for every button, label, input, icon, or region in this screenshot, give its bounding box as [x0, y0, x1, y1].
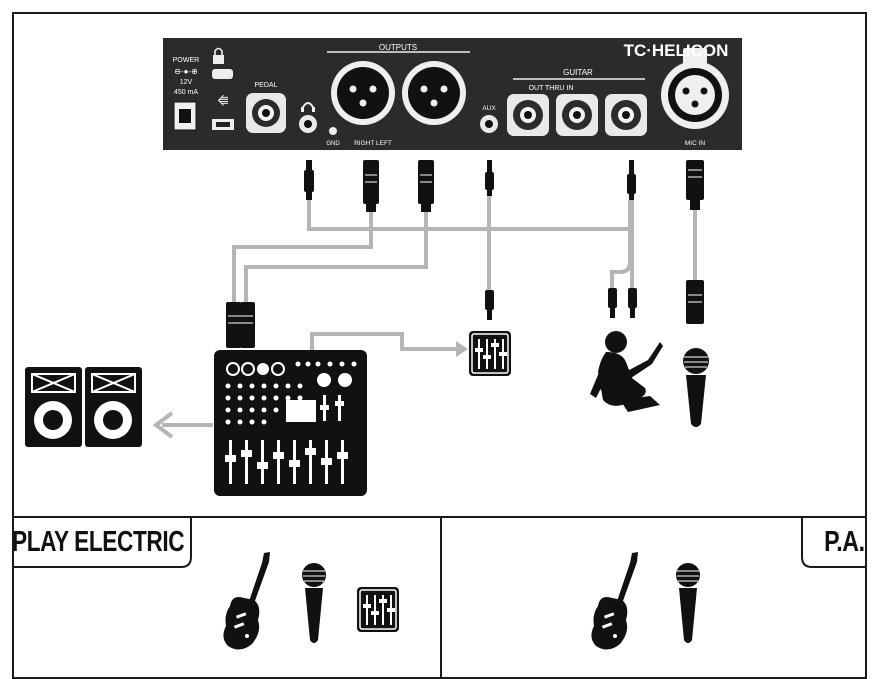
- xlr-output-right: [331, 61, 395, 125]
- speaker-right-icon: [85, 367, 142, 447]
- pedal-jack: [246, 93, 286, 133]
- guitarist-icon: [590, 331, 663, 412]
- guitar-out-jack: [507, 94, 549, 136]
- mic-in-label: MIC IN: [685, 140, 706, 147]
- electric-guitar-icon-right: [591, 552, 638, 650]
- device-rear-panel: POWER ⊖-●-⊕ 12V 450 mA ⭅ PEDAL OUTPUTS G…: [163, 38, 742, 150]
- usb-icon: ⭅: [218, 94, 229, 108]
- plug-mixer-inputs: [226, 302, 255, 348]
- guitar-label: GUITAR: [563, 68, 593, 77]
- plug-aux: [485, 160, 494, 196]
- xlr-output-left: [402, 61, 466, 125]
- pedal-label: PEDAL: [255, 82, 278, 89]
- right-tab-outline: [801, 517, 866, 568]
- brand-logo: TC·HELICON: [624, 41, 729, 60]
- current-label: 450 mA: [174, 89, 198, 96]
- monitor-mixer-icon-left: [357, 587, 399, 632]
- mic-in-jack: [661, 48, 729, 129]
- outputs-sub-label: RIGHT LEFT: [354, 140, 392, 147]
- plug-mic-end: [686, 280, 704, 324]
- arrow-to-speakers: [152, 411, 213, 439]
- speaker-left-icon: [25, 367, 82, 447]
- plug-guitar-ends: [608, 288, 637, 318]
- power-label: POWER: [173, 57, 199, 64]
- cable-routing: [232, 196, 697, 351]
- plug-xlr-left: [418, 160, 434, 212]
- ground-screw: [329, 127, 337, 135]
- plug-mic: [686, 160, 704, 210]
- outputs-label: OUTPUTS: [379, 43, 417, 52]
- plug-guitar-in: [627, 160, 636, 200]
- lock-icon: [213, 55, 224, 64]
- gnd-label: GND: [326, 141, 340, 147]
- voltage-label: 12V: [180, 79, 193, 86]
- microphone-icon-right: [676, 563, 700, 643]
- monitor-mixer-icon: [469, 331, 511, 376]
- guitar-sub-label: OUT THRU IN: [529, 85, 574, 92]
- aux-label: AUX: [482, 105, 496, 112]
- guitar-thru-jack: [556, 94, 598, 136]
- panel-title-pa: P.A.: [824, 526, 865, 558]
- mixer-icon: [214, 350, 367, 496]
- microphone-icon-left: [302, 563, 326, 643]
- plug-headphone: [304, 160, 314, 200]
- arrow-to-monitor: [456, 341, 468, 357]
- diagram-border: [12, 12, 867, 679]
- guitar-in-jack: [605, 94, 647, 136]
- electric-guitar-icon-left: [223, 552, 270, 650]
- power-polarity-symbol: ⊖-●-⊕: [174, 67, 198, 76]
- panel-title-play-electric: PLAY ELECTRIC: [12, 526, 185, 558]
- plug-aux-end: [485, 290, 494, 320]
- plug-xlr-right: [363, 160, 379, 212]
- microphone-icon: [683, 348, 709, 427]
- left-tab-outline: [13, 517, 192, 568]
